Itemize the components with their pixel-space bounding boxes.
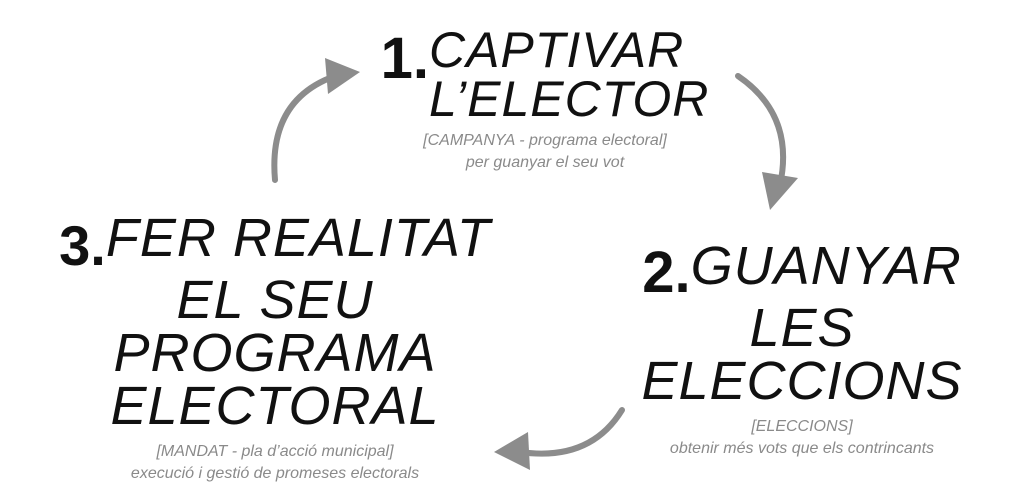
step-3-title-line: EL SEU PROGRAMA: [113, 270, 437, 383]
step-1-number: 1.: [380, 26, 429, 91]
step-3-title-line: ELECTORAL: [110, 375, 440, 436]
curved-arrow-icon: [735, 73, 798, 210]
curved-arrow-icon: [494, 407, 625, 470]
step-1-description: [CAMPANYA - programa electoral] per guan…: [380, 130, 710, 174]
step-1-phase: [CAMPANYA - programa electoral]: [423, 132, 667, 149]
step-3-title: FER REALITAT: [105, 208, 491, 268]
step-1: 1. CAPTIVAR L’ELECTOR [CAMPANYA - progra…: [380, 22, 710, 174]
step-2-heading: 2. GUANYAR: [592, 236, 1012, 305]
step-1-title-line: CAPTIVAR: [428, 22, 685, 78]
step-2-title-line: GUANYAR: [690, 236, 962, 296]
step-3-heading: 3. FER REALITAT: [20, 208, 530, 277]
step-3-title-line: FER REALITAT: [105, 208, 491, 268]
step-2-phase: [ELECCIONS]: [751, 417, 853, 435]
step-2-goal: obtenir més vots que els contrincants: [669, 439, 935, 457]
step-2: 2. GUANYAR LES ELECCIONS [ELECCIONS] obt…: [592, 236, 1012, 460]
step-2-description: [ELECCIONS] obtenir més vots que els con…: [592, 416, 1012, 460]
step-1-title-line: L’ELECTOR: [428, 71, 710, 127]
step-1-goal: per guanyar el seu vot: [465, 154, 625, 171]
step-3: 3. FER REALITAT EL SEU PROGRAMA ELECTORA…: [20, 208, 530, 485]
step-3-description: [MANDAT - pla d’acció municipal] execuci…: [20, 441, 530, 485]
step-2-title: GUANYAR: [690, 236, 962, 296]
curved-arrow-icon: [271, 58, 360, 183]
step-1-title: CAPTIVAR L’ELECTOR: [428, 22, 710, 127]
step-3-number: 3.: [59, 214, 106, 277]
step-2-number: 2.: [642, 240, 691, 305]
step-2-title-second-line: LES ELECCIONS: [641, 298, 963, 411]
step-3-phase: [MANDAT - pla d’acció municipal]: [156, 442, 394, 460]
step-3-goal: execució i gestió de promeses electorals: [130, 464, 420, 482]
step-1-heading: 1. CAPTIVAR L’ELECTOR: [380, 22, 710, 127]
